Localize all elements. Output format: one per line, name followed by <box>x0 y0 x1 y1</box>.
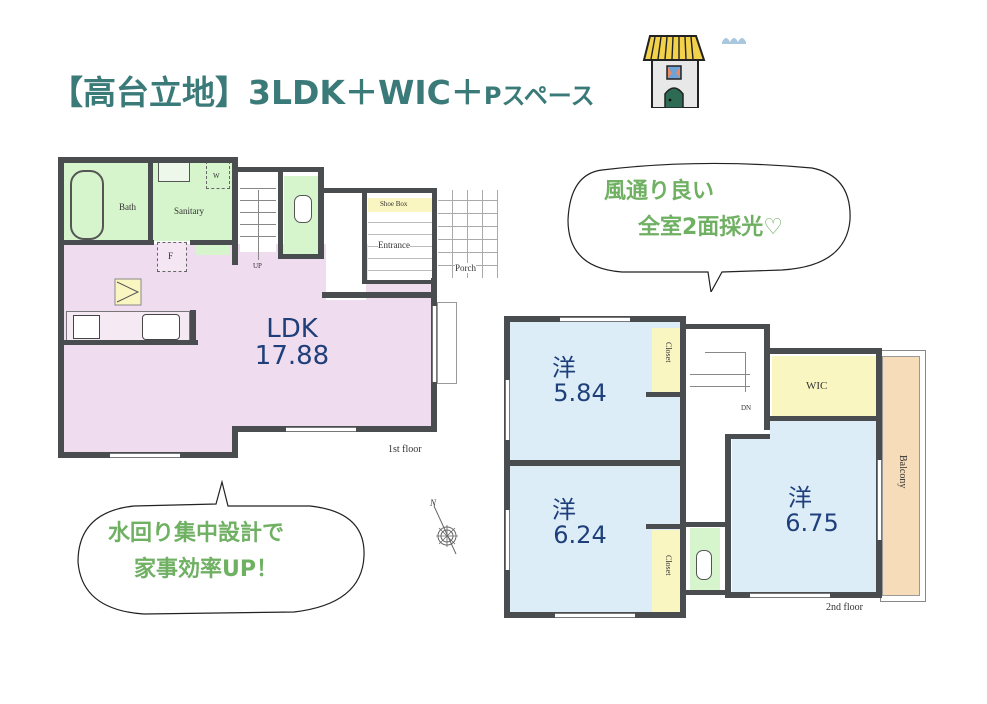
bubble-bottom-line2: 家事効率UP！ <box>134 557 278 582</box>
house-icon <box>642 35 706 108</box>
second-floor-label: 2nd floor <box>826 602 863 613</box>
bubble-top-line2: 全室2面採光♡ <box>638 215 784 240</box>
bedroom-2-label: 洋 6.24 <box>552 496 607 550</box>
page-title: 【高台立地】3LDK＋WIC＋Pスペース <box>50 66 595 114</box>
window <box>750 593 830 598</box>
bedroom-3-label: 洋 6.75 <box>785 484 839 538</box>
bubble-bottom-line1: 水回り集中設計で <box>108 521 285 546</box>
window <box>505 380 510 440</box>
bathtub-icon <box>70 170 104 240</box>
ldk-area: 17.88 <box>254 341 330 372</box>
ldk-name: LDK <box>266 314 318 344</box>
balcony-label: Balcony <box>897 455 908 489</box>
ldk-room-lower <box>64 420 237 452</box>
fridge-icon: F <box>157 242 187 272</box>
window <box>877 460 882 540</box>
balcony <box>882 356 920 596</box>
stove-icon <box>73 315 100 339</box>
sink-icon <box>142 314 180 340</box>
window <box>432 306 437 382</box>
title-small: Pスペース <box>483 82 595 110</box>
walk-in-closet <box>772 356 876 416</box>
toilet-icon <box>696 550 712 580</box>
window <box>555 613 635 618</box>
bath-label: Bath <box>119 202 136 212</box>
compass-north-label: N <box>430 498 437 508</box>
entrance-label: Entrance <box>378 240 410 250</box>
closet-1-label: Closet <box>664 342 673 363</box>
window <box>560 317 630 322</box>
window <box>110 453 180 458</box>
window <box>505 510 510 570</box>
stairs-up-label: UP <box>253 262 262 270</box>
window <box>286 427 356 432</box>
compass-icon <box>433 505 458 555</box>
ldk-area-label: LDK 17.88 <box>232 314 352 372</box>
closet-1 <box>652 328 680 392</box>
first-floor-label: 1st floor <box>388 444 422 455</box>
pantry-icon <box>114 278 142 306</box>
bedroom-1-label: 洋 5.84 <box>552 354 607 408</box>
hall-1f <box>326 192 366 300</box>
sanitary-label: Sanitary <box>174 206 204 216</box>
closet-2 <box>652 530 680 612</box>
title-main: 【高台立地】3LDK＋WIC＋ <box>50 73 484 112</box>
cloud-icon <box>722 38 746 44</box>
porch-label: Porch <box>455 263 476 273</box>
speech-bubble-top-right <box>567 162 851 292</box>
stairs-dn-label: DN <box>741 404 752 412</box>
bubble-top-line1: 風通り良い <box>604 179 715 204</box>
shoe-box-label: Shoe Box <box>380 200 408 208</box>
speech-bubble-bottom-left <box>77 479 365 615</box>
shoe-box <box>368 198 432 212</box>
stairs-2f <box>690 326 768 406</box>
bay-window <box>437 302 457 384</box>
toilet-icon <box>294 195 312 223</box>
wic-label: WIC <box>806 380 828 392</box>
closet-2-label: Closet <box>664 555 673 576</box>
house-illustration-icon <box>642 35 746 108</box>
bedroom-3 <box>732 436 876 592</box>
